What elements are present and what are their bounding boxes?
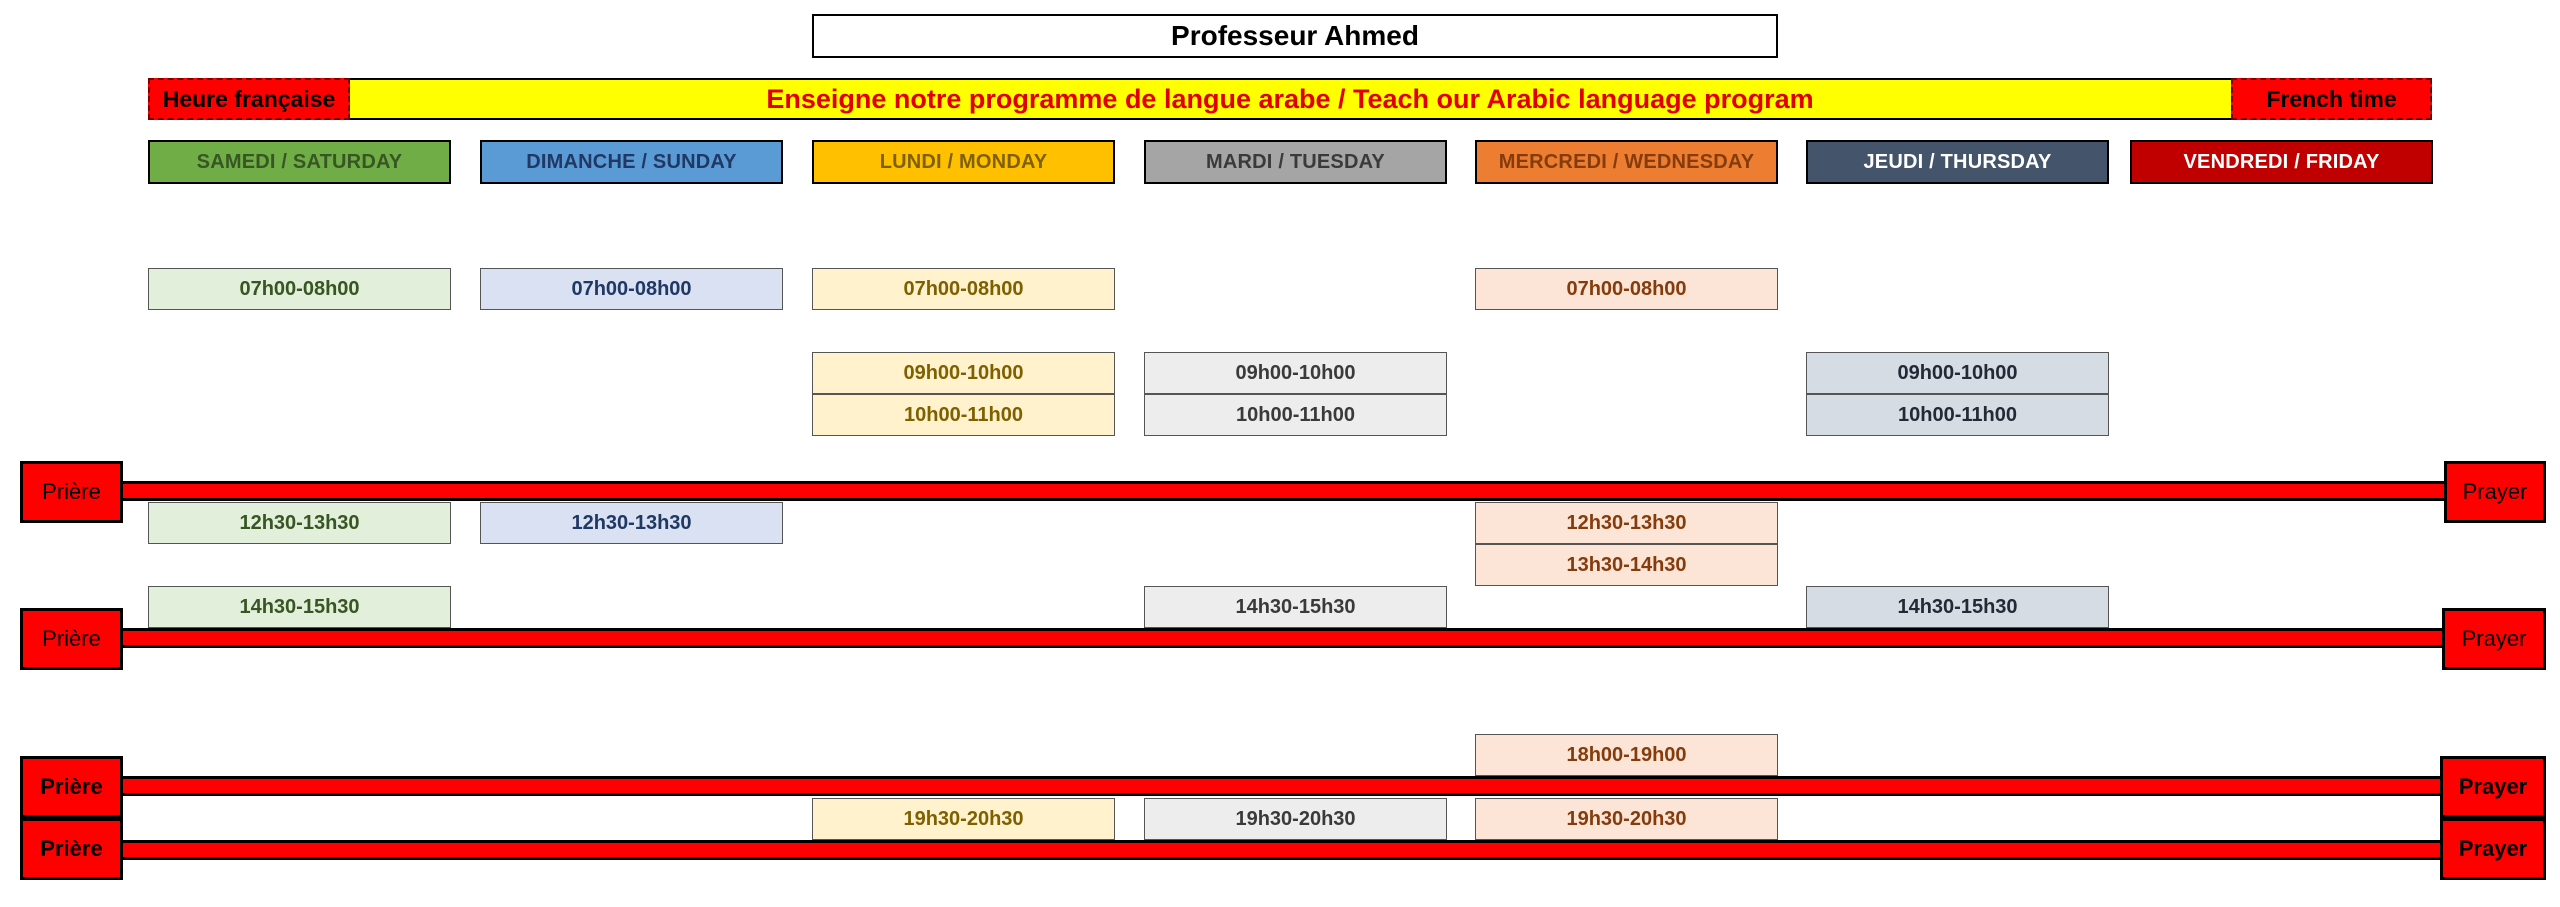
page-title: Professeur Ahmed <box>812 14 1778 58</box>
time-slot-tuesday: 10h00-11h00 <box>1144 394 1447 436</box>
day-header-friday: VENDREDI / FRIDAY <box>2130 140 2433 184</box>
time-slot-thursday: 09h00-10h00 <box>1806 352 2109 394</box>
prayer-bar <box>120 840 2450 860</box>
day-header-saturday: SAMEDI / SATURDAY <box>148 140 451 184</box>
time-slot-saturday: 12h30-13h30 <box>148 502 451 544</box>
time-slot-wednesday: 12h30-13h30 <box>1475 502 1778 544</box>
time-slot-monday: 19h30-20h30 <box>812 798 1115 840</box>
day-header-wednesday: MERCREDI / WEDNESDAY <box>1475 140 1778 184</box>
french-time-label-right: French time <box>2231 78 2432 120</box>
time-slot-monday: 09h00-10h00 <box>812 352 1115 394</box>
prayer-label-left: Prière <box>20 818 123 880</box>
time-slot-wednesday: 19h30-20h30 <box>1475 798 1778 840</box>
program-banner: Enseigne notre programme de langue arabe… <box>148 78 2432 120</box>
time-slot-monday: 07h00-08h00 <box>812 268 1115 310</box>
time-slot-wednesday: 18h00-19h00 <box>1475 734 1778 776</box>
prayer-bar <box>120 776 2450 796</box>
french-time-label-left: Heure française <box>148 78 350 120</box>
time-slot-sunday: 12h30-13h30 <box>480 502 783 544</box>
time-slot-saturday: 07h00-08h00 <box>148 268 451 310</box>
prayer-label-left: Prière <box>20 608 123 670</box>
day-header-monday: LUNDI / MONDAY <box>812 140 1115 184</box>
time-slot-wednesday: 13h30-14h30 <box>1475 544 1778 586</box>
prayer-label-left: Prière <box>20 756 123 818</box>
time-slot-sunday: 07h00-08h00 <box>480 268 783 310</box>
prayer-bar <box>120 628 2450 648</box>
day-header-sunday: DIMANCHE / SUNDAY <box>480 140 783 184</box>
time-slot-tuesday: 19h30-20h30 <box>1144 798 1447 840</box>
prayer-label-right: Prayer <box>2440 756 2546 818</box>
prayer-bar <box>120 481 2450 501</box>
day-header-tuesday: MARDI / TUESDAY <box>1144 140 1447 184</box>
time-slot-wednesday: 07h00-08h00 <box>1475 268 1778 310</box>
time-slot-monday: 10h00-11h00 <box>812 394 1115 436</box>
time-slot-thursday: 14h30-15h30 <box>1806 586 2109 628</box>
time-slot-saturday: 14h30-15h30 <box>148 586 451 628</box>
prayer-label-left: Prière <box>20 461 123 523</box>
prayer-label-right: Prayer <box>2442 608 2546 670</box>
prayer-label-right: Prayer <box>2440 818 2546 880</box>
time-slot-thursday: 10h00-11h00 <box>1806 394 2109 436</box>
day-header-thursday: JEUDI / THURSDAY <box>1806 140 2109 184</box>
time-slot-tuesday: 14h30-15h30 <box>1144 586 1447 628</box>
time-slot-tuesday: 09h00-10h00 <box>1144 352 1447 394</box>
prayer-label-right: Prayer <box>2444 461 2546 523</box>
